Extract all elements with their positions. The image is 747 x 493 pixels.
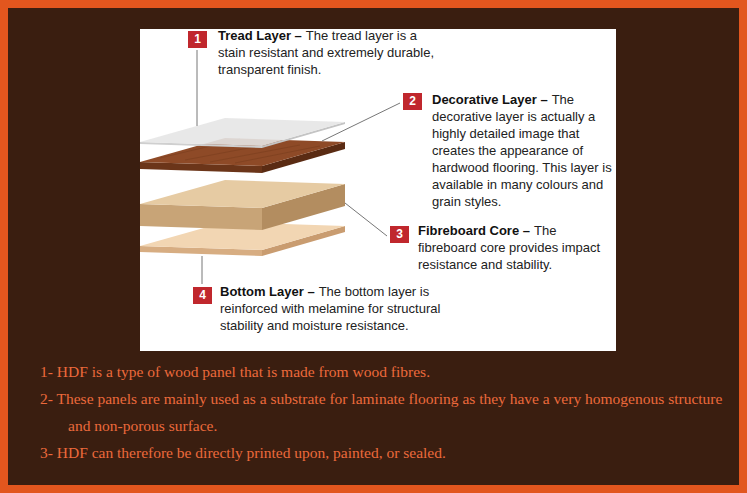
callout-number: 4 <box>193 287 212 304</box>
layer-description: Tread Layer –The tread layer is a stain … <box>218 27 443 78</box>
note-text: 1- HDF is a type of wood panel that is m… <box>40 358 733 385</box>
layer-name: Fibreboard Core – <box>418 223 530 238</box>
layer-name: Decorative Layer – <box>432 92 548 107</box>
layer-name: Tread Layer – <box>218 28 302 43</box>
leader-lines <box>197 50 400 284</box>
layer-text: The decorative layer is actually a highl… <box>432 92 612 209</box>
callout-number: 2 <box>403 93 422 110</box>
dark-ground <box>8 8 739 485</box>
callout-number: 1 <box>188 31 207 48</box>
white-panel <box>140 29 616 351</box>
layer-description: Bottom Layer –The bottom layer is reinfo… <box>220 283 445 334</box>
tread-layer <box>140 118 345 148</box>
fibreboard-core <box>140 180 345 230</box>
layer-name: Bottom Layer – <box>220 284 315 299</box>
note-text: 3- HDF can therefore be directly printed… <box>40 439 733 466</box>
note-text: 2- These panels are mainly used as a sub… <box>40 385 733 439</box>
callout-number: 3 <box>390 226 409 243</box>
layer-description: Fibreboard Core –The fibreboard core pro… <box>418 222 612 273</box>
layer-description: Decorative Layer –The decorative layer i… <box>432 91 612 210</box>
